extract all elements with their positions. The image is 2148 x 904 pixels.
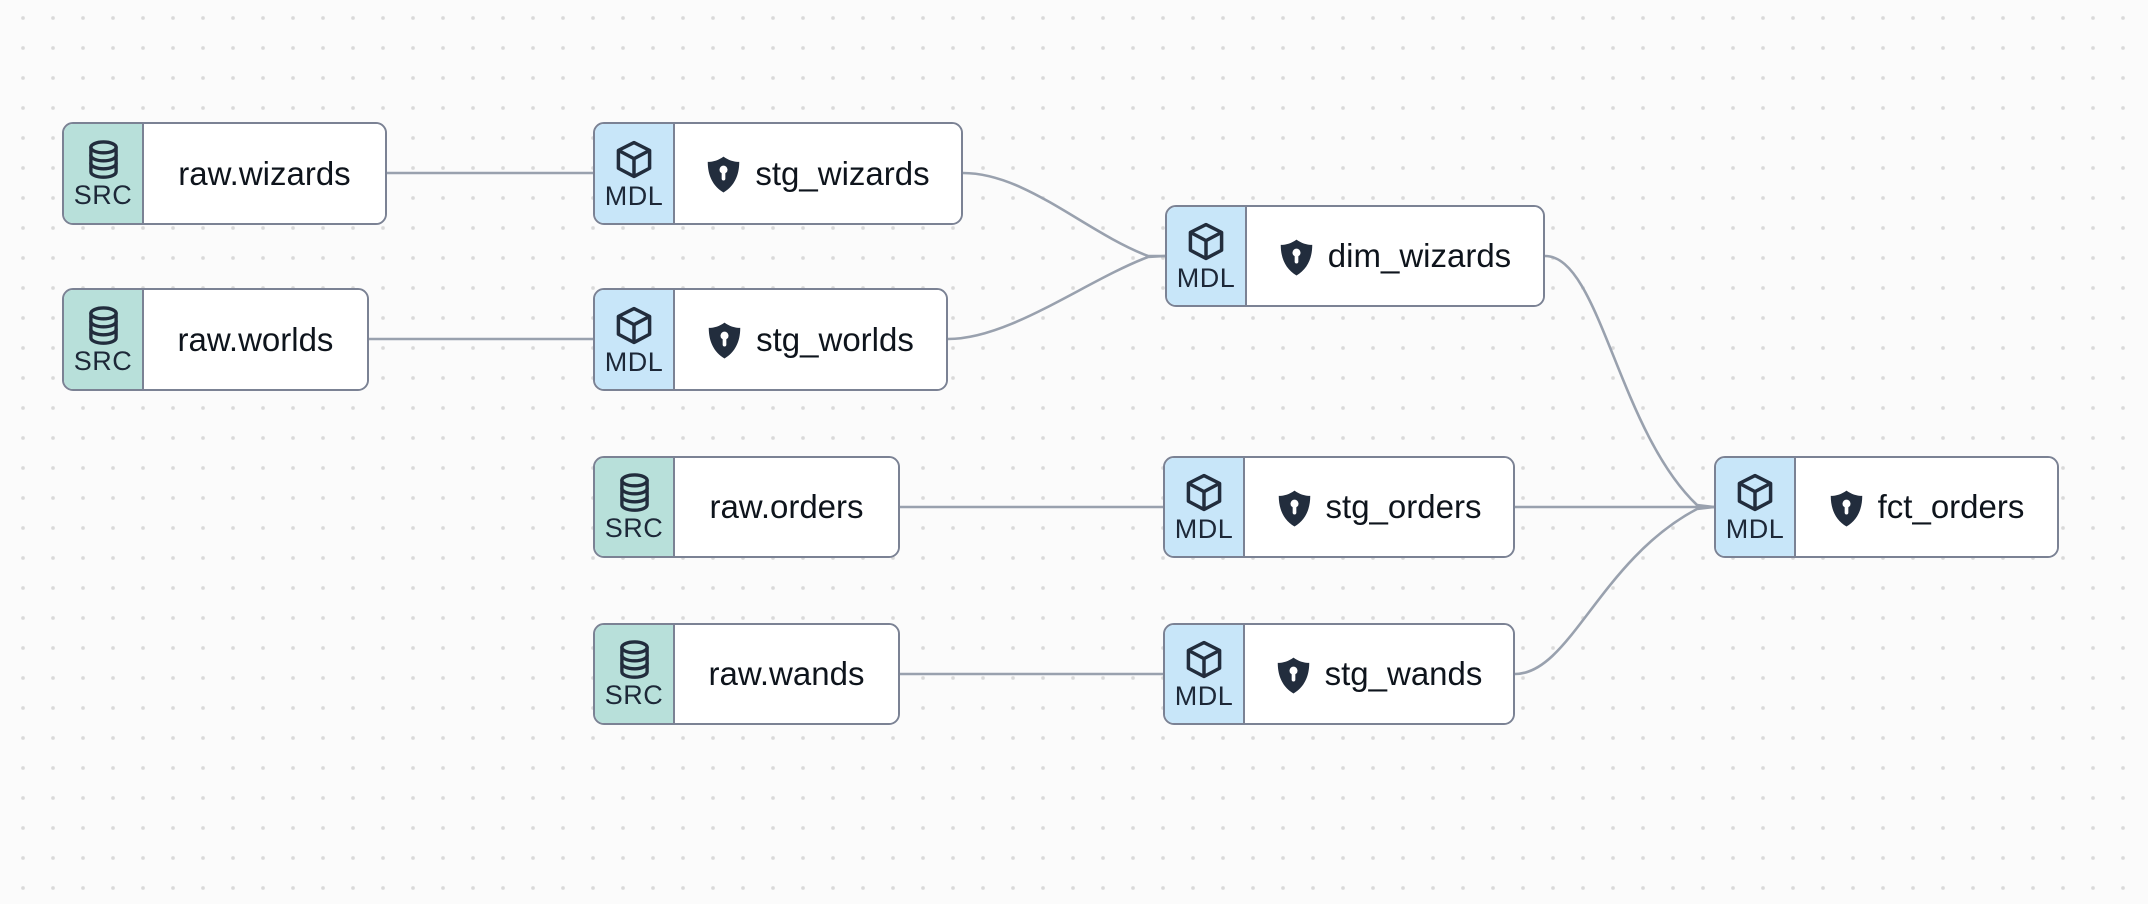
node-body: stg_wizards [675, 124, 961, 223]
node-body: raw.wands [675, 625, 898, 723]
node-type-badge: SRC [64, 290, 144, 389]
shield-lock-icon [1276, 656, 1311, 695]
node-dim_wizards[interactable]: MDL dim_wizards [1165, 205, 1545, 307]
node-raw_wands[interactable]: SRC raw.wands [593, 623, 900, 725]
cube-icon [612, 304, 656, 348]
node-name-label: raw.worlds [177, 320, 334, 358]
node-raw_wizards[interactable]: SRC raw.wizards [62, 122, 387, 225]
node-body: stg_wands [1245, 625, 1513, 723]
node-name-label: fct_orders [1877, 488, 2025, 525]
node-body: raw.wizards [144, 124, 385, 223]
shield-lock-icon [706, 155, 741, 194]
edge-stg_wands-to-fct_orders [1513, 505, 1716, 676]
node-type-badge: MDL [1167, 207, 1247, 305]
node-type-badge: MDL [595, 124, 675, 223]
shield-lock-icon [1829, 489, 1864, 528]
node-type-label: MDL [1176, 263, 1236, 293]
node-body: raw.worlds [144, 290, 367, 389]
node-type-badge: MDL [1716, 458, 1796, 556]
node-stg_worlds[interactable]: MDL stg_worlds [593, 288, 948, 391]
node-type-label: MDL [1174, 514, 1234, 544]
shield-lock-icon [1279, 238, 1314, 277]
node-body: dim_wizards [1247, 207, 1543, 305]
cube-icon [1182, 471, 1226, 515]
node-type-label: MDL [1174, 681, 1234, 711]
node-type-label: SRC [73, 345, 133, 376]
database-icon [85, 305, 122, 347]
node-name-label: dim_wizards [1327, 237, 1512, 274]
node-name-label: stg_orders [1325, 488, 1482, 525]
database-icon [616, 639, 653, 681]
node-name-label: raw.orders [709, 488, 864, 525]
cube-icon [1733, 471, 1777, 515]
node-type-label: SRC [604, 513, 664, 543]
node-type-label: MDL [604, 346, 664, 377]
node-type-label: MDL [1725, 514, 1785, 544]
shield-lock-icon [1277, 489, 1312, 528]
node-raw_orders[interactable]: SRC raw.orders [593, 456, 900, 558]
node-name-label: stg_wands [1324, 655, 1483, 692]
edge-stg_wizards-to-dim_wizards [961, 171, 1167, 258]
node-type-badge: SRC [64, 124, 144, 223]
node-body: raw.orders [675, 458, 898, 556]
node-type-label: MDL [604, 180, 664, 211]
node-type-badge: SRC [595, 625, 675, 723]
node-stg_orders[interactable]: MDL stg_orders [1163, 456, 1515, 558]
node-body: stg_worlds [675, 290, 946, 389]
database-icon [85, 139, 122, 181]
node-raw_worlds[interactable]: SRC raw.worlds [62, 288, 369, 391]
node-type-badge: MDL [595, 290, 675, 389]
node-name-label: raw.wands [708, 655, 865, 692]
node-body: stg_orders [1245, 458, 1513, 556]
node-type-badge: MDL [1165, 458, 1245, 556]
node-fct_orders[interactable]: MDL fct_orders [1714, 456, 2059, 558]
edge-stg_worlds-to-dim_wizards [946, 254, 1167, 341]
node-type-badge: SRC [595, 458, 675, 556]
node-type-label: SRC [604, 680, 664, 710]
cube-icon [1182, 638, 1226, 682]
node-name-label: stg_worlds [756, 320, 914, 358]
shield-lock-icon [707, 321, 742, 360]
node-body: fct_orders [1796, 458, 2057, 556]
node-stg_wands[interactable]: MDL stg_wands [1163, 623, 1515, 725]
edge-dim_wizards-to-fct_orders [1543, 254, 1716, 509]
node-type-badge: MDL [1165, 625, 1245, 723]
cube-icon [1184, 220, 1228, 264]
node-stg_wizards[interactable]: MDL stg_wizards [593, 122, 963, 225]
database-icon [616, 472, 653, 514]
cube-icon [612, 138, 656, 182]
node-name-label: raw.wizards [178, 154, 351, 192]
node-name-label: stg_wizards [755, 154, 930, 192]
node-type-label: SRC [73, 179, 133, 210]
